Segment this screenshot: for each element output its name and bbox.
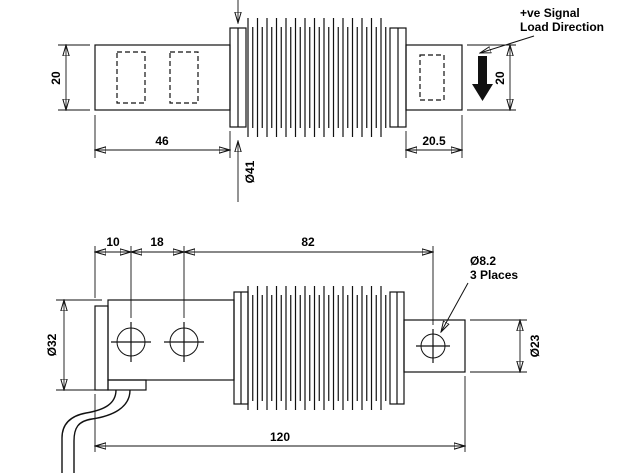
cable	[61, 389, 131, 473]
holes-note-line2: 3 Places	[470, 268, 518, 282]
bottom-view: 10 18 82 Ø32 Ø23 Ø8.2 3 Places	[45, 235, 542, 473]
dim-label-dia32: Ø32	[45, 333, 59, 356]
bottom-view-right-flange	[389, 291, 405, 405]
dim-top-width-right: 20.5	[406, 115, 462, 158]
dim-end-diameter: Ø23	[470, 320, 542, 372]
dim-total-length: 120	[95, 376, 465, 452]
hidden-hole-1	[116, 51, 146, 104]
top-view-right-block	[405, 44, 463, 111]
dim-top-height-right: 20	[467, 45, 516, 110]
holes-note-line1: Ø8.2	[470, 254, 496, 268]
top-view-right-flange	[389, 27, 407, 128]
dim-top-width-left: 46	[95, 115, 230, 158]
dim-top-height-left: 20	[49, 45, 90, 110]
load-direction-note: +ve Signal Load Direction	[480, 6, 604, 53]
top-view-left-flange	[229, 27, 247, 128]
mounting-hole-1	[111, 322, 151, 362]
bottom-view-body	[94, 299, 235, 391]
mounting-hole-3	[416, 329, 450, 363]
load-note-line2: Load Direction	[520, 20, 604, 34]
dim-label-width-right: 20.5	[422, 134, 446, 148]
load-direction-arrow-icon	[472, 56, 493, 101]
hidden-hole-3	[419, 54, 445, 101]
dim-bottom-chain: 10 18 82	[95, 235, 433, 325]
dim-body-diameter: Ø32	[45, 300, 102, 390]
top-view: 20 46 Ø41 20.5 20	[49, 0, 604, 202]
holes-note-leader	[441, 282, 469, 332]
dim-label-dia23: Ø23	[528, 334, 542, 357]
bottom-view-left-flange	[233, 291, 249, 405]
dim-label-10: 10	[106, 235, 120, 249]
dim-label-bellows-dia: Ø41	[243, 160, 257, 183]
top-view-bellows	[247, 18, 387, 137]
dim-label-82: 82	[301, 235, 315, 249]
bottom-view-right-block	[403, 319, 466, 373]
dim-label-120: 120	[270, 430, 290, 444]
bottom-view-bellows	[247, 286, 387, 410]
dim-bellows-diameter: Ø41	[238, 141, 257, 202]
dim-label-height-left: 20	[49, 71, 63, 85]
hidden-hole-2	[169, 51, 199, 104]
load-note-line1: +ve Signal	[520, 6, 580, 20]
dim-label-width-left: 46	[155, 134, 169, 148]
mounting-hole-2	[164, 322, 204, 362]
dim-label-height-right: 20	[493, 71, 507, 85]
dim-label-18: 18	[150, 235, 164, 249]
load-note-leader	[480, 35, 535, 53]
holes-note: Ø8.2 3 Places	[441, 254, 518, 332]
top-view-left-block	[94, 44, 231, 111]
